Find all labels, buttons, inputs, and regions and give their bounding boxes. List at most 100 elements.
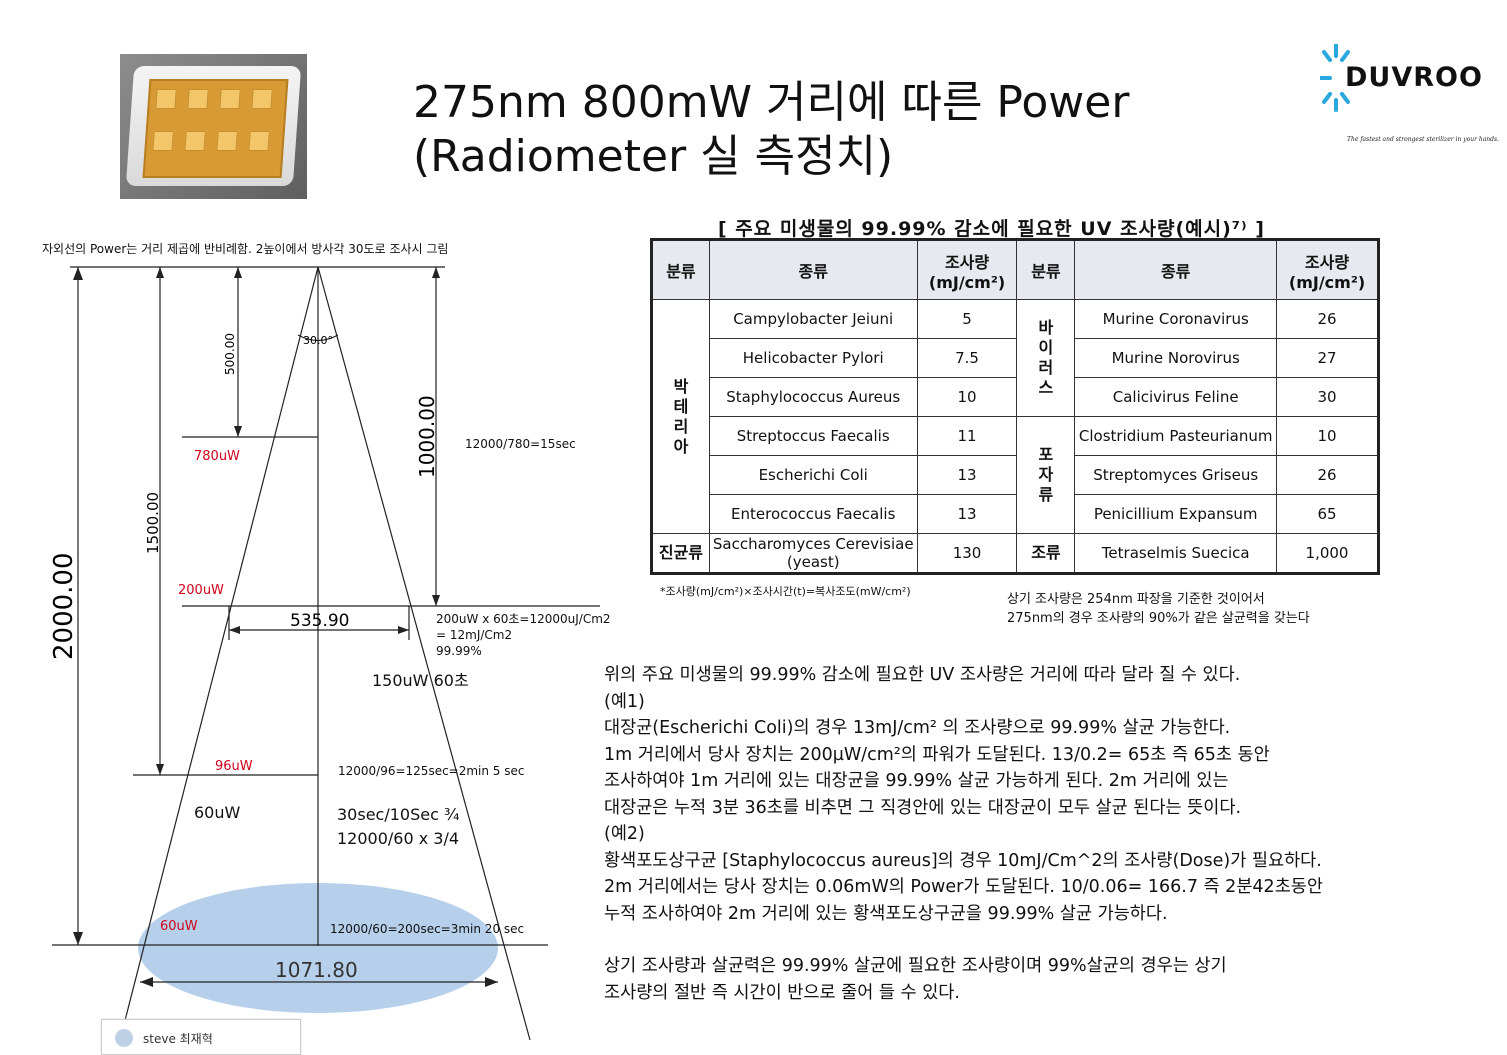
right-dose: 27	[1276, 338, 1379, 378]
right-dose: 26	[1276, 455, 1379, 495]
header-dose2-l1: 조사량	[1304, 252, 1350, 272]
left-dose: 13	[916, 494, 1018, 534]
angle-label: 30.0°	[303, 334, 333, 347]
left-dose: 11	[916, 416, 1018, 456]
beam-diagram: 30.0° 500.00 1000.00 1500.00 2000.00 535…	[49, 266, 600, 1041]
left-name: Staphylococcus Aureus	[708, 377, 918, 417]
reading-96: 96uW	[215, 759, 253, 774]
header-dose-2: 조사량(mJ/cm²)	[1276, 239, 1379, 300]
body-line: 조사량의 절반 즉 시간이 반으로 줄어 들 수 있다.	[604, 982, 960, 1003]
slide-title: 275nm 800mW 거리에 따른 Power (Radiometer 실 측…	[413, 76, 1129, 184]
body-line: 2m 거리에서는 당사 장치는 0.06mW의 Power가 도달된다. 10/…	[604, 877, 1323, 897]
reference-note: 상기 조사량은 254nm 파장을 기준한 것이어서 275nm의 경우 조사량…	[1007, 590, 1310, 628]
left-dose: 10	[916, 377, 1018, 417]
table-row: 진균류 Saccharomyces Cerevisiae (yeast) 130…	[651, 533, 1379, 574]
table-row: Helicobacter Pylori 7.5 Murine Norovirus…	[652, 338, 1379, 378]
header-dose-l2: (mJ/cm²)	[928, 272, 1006, 292]
avatar	[115, 1029, 133, 1047]
note-dose-line1: 200uW x 60초=12000uJ/Cm2	[436, 612, 611, 626]
coverage-ellipse	[138, 883, 498, 1013]
right-name: Murine Coronavirus	[1074, 299, 1278, 339]
note-30sec-line1: 30sec/10Sec ¾	[337, 805, 460, 824]
body-line: 대장균은 누적 3분 36초를 비추면 그 직경안에 있는 대장균이 모두 살균…	[604, 797, 1242, 818]
left-name: Enterococcus Faecalis	[708, 494, 918, 534]
reference-note-line1: 상기 조사량은 254nm 파장을 기준한 것이어서	[1007, 592, 1265, 607]
title-line-2: (Radiometer 실 측정치)	[413, 131, 894, 182]
right-name: Clostridium Pasteurianum	[1074, 416, 1278, 456]
right-name: Calicivirus Feline	[1074, 377, 1278, 417]
header-cat-2: 분류	[1016, 239, 1076, 300]
right-dose: 26	[1276, 299, 1379, 339]
duvroo-logo-icon	[1320, 44, 1350, 112]
dim-1071: 1071.80	[275, 958, 358, 982]
comment-card[interactable]: steve 최재혁	[101, 1019, 301, 1055]
logo-wordmark: DUVROO	[1345, 62, 1483, 93]
body-line: 1m 거리에서 당사 장치는 200µW/cm²의 파워가 도달된다. 13/0…	[604, 744, 1270, 765]
left-dose: 5	[916, 299, 1018, 339]
note-dose: 200uW x 60초=12000uJ/Cm2 = 12mJ/Cm2 99.99…	[436, 611, 611, 659]
uv-table-title: [ 주요 미생물의 99.99% 감소에 필요한 UV 조사량(예시)⁷⁾ ]	[718, 218, 1265, 240]
cat-fungi: 진균류	[651, 533, 710, 574]
body-line: (예1)	[604, 691, 645, 712]
diagram-caption: 자외선의 Power는 거리 제곱에 반비례함. 2높이에서 방사각 30도로 …	[42, 242, 449, 256]
logo-tagline: The fastest and strongest sterilizer in …	[1347, 136, 1499, 143]
reading-200: 200uW	[178, 583, 224, 598]
right-dose: 30	[1276, 377, 1379, 417]
note-150uw: 150uW 60초	[372, 671, 469, 690]
reading-780: 780uW	[194, 449, 240, 464]
header-dose-l1: 조사량	[944, 252, 990, 272]
header-kind-2: 종류	[1074, 239, 1278, 300]
table-header-row: 분류 종류 조사량(mJ/cm²) 분류 종류 조사량(mJ/cm²)	[651, 239, 1379, 300]
header-dose: 조사량(mJ/cm²)	[916, 239, 1018, 300]
dim-2000: 2000.00	[49, 552, 79, 660]
body-line: (예2)	[604, 824, 645, 844]
table-row: Escherichi Coli 13 Streptomyces Griseus …	[652, 455, 1379, 495]
dim-500: 500.00	[223, 333, 237, 375]
body-spacer	[604, 927, 1474, 953]
note-30sec-line2: 12000/60 x 3/4	[337, 829, 460, 848]
left-dose: 13	[916, 455, 1018, 495]
right-name: Murine Norovirus	[1074, 338, 1278, 378]
right-dose: 65	[1276, 494, 1379, 534]
note-200sec: 12000/60=200sec=3min 20 sec	[330, 922, 525, 936]
right-name: Penicillium Expansum	[1074, 494, 1278, 534]
left-name: Saccharomyces Cerevisiae (yeast)	[708, 533, 918, 574]
note-15sec: 12000/780=15sec	[465, 437, 576, 451]
note-125sec: 12000/96=125sec=2min 5 sec	[338, 764, 525, 778]
header-kind: 종류	[708, 239, 918, 300]
left-name: Escherichi Coli	[708, 455, 918, 495]
note-dose-line3: 99.99%	[436, 644, 482, 658]
table-row: Enterococcus Faecalis 13 Penicillium Exp…	[652, 494, 1379, 534]
dim-1500: 1500.00	[144, 492, 162, 554]
cat-algae: 조류	[1016, 533, 1076, 574]
note-60uw: 60uW	[194, 803, 241, 822]
note-30sec: 30sec/10Sec ¾ 12000/60 x 3/4	[337, 803, 459, 851]
left-name: Campylobacter Jeiuni	[708, 299, 918, 339]
body-line: 대장균(Escherichi Coli)의 경우 13mJ/cm² 의 조사량으…	[604, 718, 1231, 738]
body-line: 위의 주요 미생물의 99.99% 감소에 필요한 UV 조사량은 거리에 따라…	[604, 665, 1241, 685]
body-line: 조사하여야 1m 거리에 있는 대장균을 99.99% 살균 가능하게 된다. …	[604, 771, 1229, 791]
body-line: 상기 조사량과 살균력은 99.99% 살균에 필요한 조사량이며 99%살균의…	[604, 956, 1227, 976]
header-dose2-l2: (mJ/cm²)	[1288, 272, 1366, 292]
dim-535: 535.90	[290, 611, 349, 631]
explanation-text: 위의 주요 미생물의 99.99% 감소에 필요한 UV 조사량은 거리에 따라…	[604, 662, 1474, 1006]
right-dose: 1,000	[1276, 533, 1379, 574]
right-dose: 10	[1276, 416, 1379, 456]
title-line-1: 275nm 800mW 거리에 따른 Power	[413, 77, 1130, 128]
dim-1000: 1000.00	[415, 395, 439, 478]
body-line: 누적 조사하여야 2m 거리에 있는 황색포도상구균을 99.99% 살균 가능…	[604, 903, 1168, 924]
right-name: Streptomyces Griseus	[1074, 455, 1278, 495]
body-line: 황색포도상구균 [Staphylococcus aureus]의 경우 10mJ…	[604, 850, 1322, 871]
left-name: Helicobacter Pylori	[708, 338, 918, 378]
comment-author: steve 최재혁	[143, 1032, 213, 1046]
table-row: Staphylococcus Aureus 10 Calicivirus Fel…	[652, 377, 1379, 417]
header-cat: 분류	[651, 239, 710, 300]
note-dose-line2: = 12mJ/Cm2	[436, 628, 513, 642]
left-name: Streptoccus Faecalis	[708, 416, 918, 456]
